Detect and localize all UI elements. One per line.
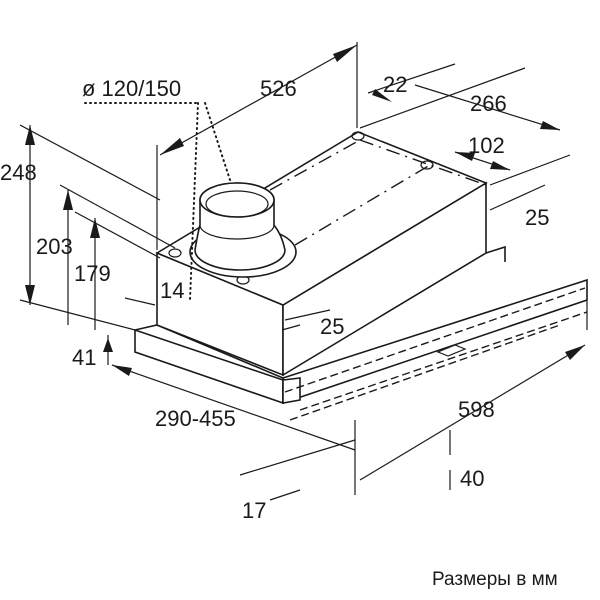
dim-duct-diameter: ø 120/150 <box>82 76 182 101</box>
dim-25-front: 25 <box>320 314 345 339</box>
dim-203: 203 <box>36 234 73 259</box>
dim-290-455: 290-455 <box>155 406 236 431</box>
dim-14: 14 <box>160 278 185 303</box>
exhaust-duct <box>84 102 297 301</box>
dim-526: 526 <box>260 76 297 101</box>
dim-266: 266 <box>470 91 507 116</box>
dim-22: 22 <box>383 72 408 97</box>
dimension-lines <box>19 42 586 501</box>
caption: Размеры в мм <box>432 569 558 590</box>
dim-102: 102 <box>468 133 505 158</box>
slide-panel <box>134 245 588 421</box>
dim-40: 40 <box>460 466 485 491</box>
dim-248: 248 <box>0 160 37 185</box>
dim-25-right: 25 <box>525 205 550 230</box>
dim-41: 41 <box>72 345 97 370</box>
dim-598: 598 <box>458 397 495 422</box>
dim-179: 179 <box>74 261 111 286</box>
dim-17: 17 <box>242 498 267 523</box>
